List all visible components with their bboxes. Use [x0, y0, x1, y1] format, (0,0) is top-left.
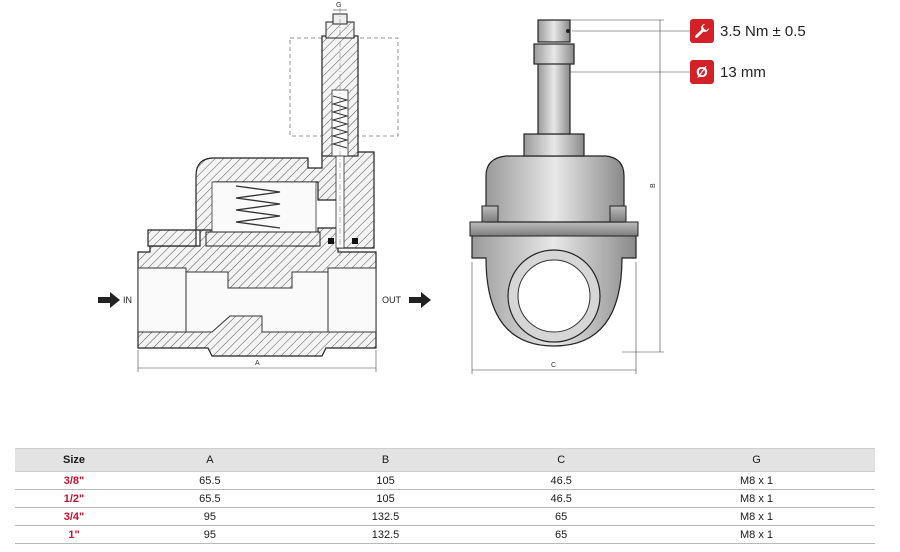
black-seal-right: [352, 238, 358, 244]
front-view: B C: [469, 19, 690, 374]
pilot-stem: [335, 155, 345, 249]
diaphragm: [205, 231, 321, 247]
cell-c: 65: [484, 507, 639, 526]
dim-b-label: B: [650, 183, 657, 188]
diameter-spec: Ø 13 mm: [690, 59, 766, 85]
table-row: 3/4" 95 132.5 65 M8 x 1: [15, 507, 875, 526]
header-g: G: [638, 448, 875, 472]
table-row: 1" 95 132.5 65 M8 x 1: [15, 525, 875, 544]
table-row: 3/8" 65.5 105 46.5 M8 x 1: [15, 471, 875, 490]
section-view: G A IN OUT: [98, 2, 431, 372]
out-label: OUT: [382, 295, 402, 305]
flow-channel: [185, 271, 329, 333]
table-row: 1/2" 65.5 105 46.5 M8 x 1: [15, 489, 875, 508]
cell-a: 95: [133, 525, 287, 544]
in-arrow-icon: [98, 292, 120, 308]
cell-g: M8 x 1: [638, 525, 875, 544]
outlet-port: [327, 267, 377, 333]
dim-g-label: G: [336, 2, 341, 9]
torque-spec: 3.5 Nm ± 0.5: [690, 18, 806, 44]
dim-c-label: C: [551, 362, 556, 369]
header-c: C: [484, 448, 639, 472]
bolt-right: [609, 205, 627, 223]
valve-drawing: G A IN OUT B: [98, 2, 690, 374]
front-top-nut: [537, 19, 571, 43]
cell-a: 65.5: [133, 489, 287, 508]
main-spring: [235, 185, 281, 229]
cell-a: 95: [133, 507, 287, 526]
front-top-collar: [533, 43, 575, 65]
out-arrow-icon: [409, 292, 431, 308]
cell-size: 1": [15, 525, 133, 544]
cell-b: 105: [286, 471, 485, 490]
dim-a-label: A: [255, 360, 260, 367]
front-stem-tube: [537, 61, 571, 135]
header-b: B: [286, 448, 485, 472]
front-nut: [523, 133, 585, 157]
torque-value: 3.5 Nm ± 0.5: [720, 22, 806, 40]
cell-g: M8 x 1: [638, 471, 875, 490]
cell-c: 46.5: [484, 471, 639, 490]
cell-b: 105: [286, 489, 485, 508]
cell-c: 65: [484, 525, 639, 544]
bonnet-section: [147, 151, 375, 249]
dimensions-table: Size A B C G 3/8" 65.5 105 46.5 M8 x 1 1…: [15, 448, 875, 544]
cell-a: 65.5: [133, 471, 287, 490]
cell-g: M8 x 1: [638, 489, 875, 508]
front-stem-hole: [566, 29, 570, 33]
cell-c: 46.5: [484, 489, 639, 508]
cell-size: 3/4": [15, 507, 133, 526]
bolt-left: [481, 205, 499, 223]
diameter-icon: Ø: [690, 60, 714, 84]
in-label: IN: [123, 295, 132, 305]
cell-size: 3/8": [15, 471, 133, 490]
cell-b: 132.5: [286, 507, 485, 526]
cell-b: 132.5: [286, 525, 485, 544]
inlet-port: [137, 267, 187, 333]
header-size: Size: [15, 448, 133, 472]
front-flange: [469, 221, 639, 237]
front-bonnet: [485, 155, 625, 223]
black-seal-left: [328, 238, 334, 244]
header-a: A: [133, 448, 287, 472]
port-opening-inner: [517, 259, 591, 333]
cell-size: 1/2": [15, 489, 133, 508]
table-header-row: Size A B C G: [15, 448, 875, 472]
diameter-value: 13 mm: [720, 63, 766, 81]
cell-g: M8 x 1: [638, 507, 875, 526]
wrench-icon: [690, 19, 714, 43]
